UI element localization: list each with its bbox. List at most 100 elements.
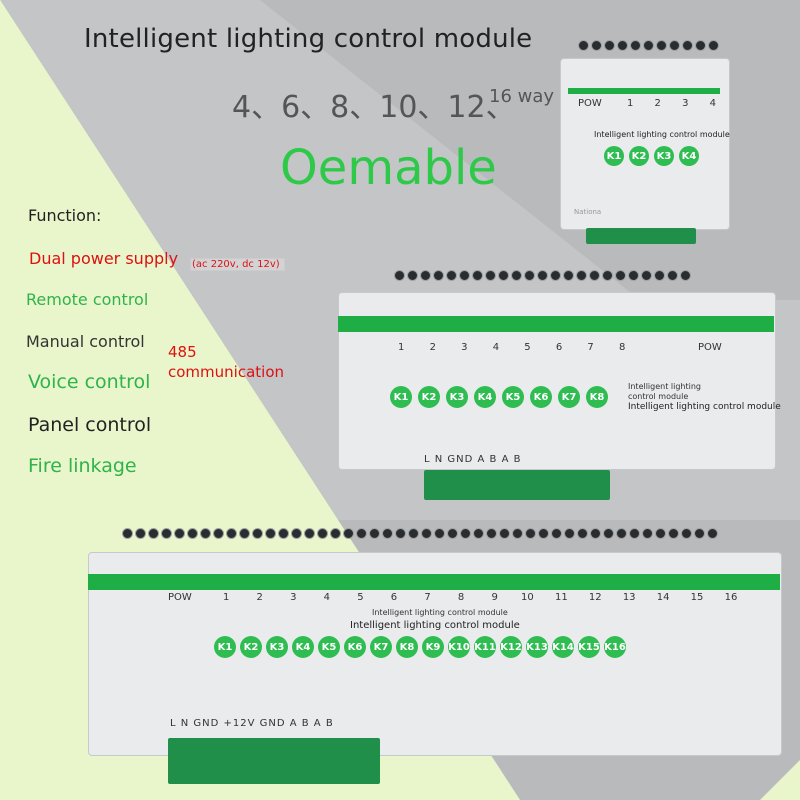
key-button[interactable]: K1 <box>390 386 412 408</box>
module-housing <box>560 58 730 230</box>
screw <box>330 528 341 539</box>
screw <box>615 270 626 281</box>
screw <box>630 40 641 51</box>
led-label: 7 <box>424 592 431 603</box>
key-button[interactable]: K4 <box>679 146 699 166</box>
led-label: 5 <box>524 342 531 353</box>
key-button[interactable]: K13 <box>526 636 548 658</box>
terminal-labels: L N GND +12V GND A B A B <box>170 718 334 729</box>
screw <box>433 270 444 281</box>
screw <box>161 528 172 539</box>
key-button[interactable]: K4 <box>474 386 496 408</box>
module-label-small: Intelligent lighting control module <box>372 608 508 617</box>
screw <box>695 40 706 51</box>
led-label: 6 <box>390 592 398 603</box>
key-button[interactable]: K6 <box>344 636 366 658</box>
key-button[interactable]: K7 <box>558 386 580 408</box>
screw <box>421 528 432 539</box>
key-button[interactable]: K5 <box>318 636 340 658</box>
led-row: POW 1 2 3 4 5 6 7 8 9 10 11 12 13 14 15 … <box>168 592 737 603</box>
key-button[interactable]: K1 <box>214 636 236 658</box>
key-button[interactable]: K8 <box>396 636 418 658</box>
screw <box>511 270 522 281</box>
feature-remote: Remote control <box>26 290 149 309</box>
feature-manual: Manual control <box>26 332 145 351</box>
key-button[interactable]: K11 <box>474 636 496 658</box>
screw <box>654 270 665 281</box>
screw <box>538 528 549 539</box>
feature-dual-power: Dual power supply <box>29 249 179 268</box>
screw <box>603 528 614 539</box>
screw <box>667 270 678 281</box>
screw <box>278 528 289 539</box>
key-button[interactable]: K4 <box>292 636 314 658</box>
key-button[interactable]: K14 <box>552 636 574 658</box>
feature-485-communication: 485 communication <box>168 342 298 382</box>
key-button[interactable]: K2 <box>418 386 440 408</box>
led-label: 13 <box>622 592 636 603</box>
top-screws <box>394 270 691 281</box>
screw <box>343 528 354 539</box>
screw <box>265 528 276 539</box>
screw <box>616 528 627 539</box>
key-button[interactable]: K6 <box>530 386 552 408</box>
screw <box>486 528 497 539</box>
screw <box>641 270 652 281</box>
key-button[interactable]: K1 <box>604 146 624 166</box>
led-label: 2 <box>256 592 263 603</box>
key-button[interactable]: K3 <box>446 386 468 408</box>
key-button[interactable]: K2 <box>240 636 262 658</box>
led-label: 1 <box>398 342 405 353</box>
terminal-block <box>586 228 696 244</box>
screw <box>591 40 602 51</box>
led-label: 5 <box>357 592 364 603</box>
terminal-labels: L N GND A B A B <box>424 454 522 465</box>
led-label: 6 <box>555 342 563 353</box>
key-button[interactable]: K2 <box>629 146 649 166</box>
key-button[interactable]: K16 <box>604 636 626 658</box>
led-label: 7 <box>587 342 594 353</box>
feature-dual-power-note: (ac 220v, dc 12v) <box>190 258 285 271</box>
screw <box>408 528 419 539</box>
pow-indicator: POW <box>698 342 722 353</box>
module-label-small: Intelligent lighting control module <box>628 382 702 401</box>
led-label: 8 <box>457 592 465 603</box>
terminal-block <box>168 738 380 784</box>
ways-suffix: 16 way <box>489 86 555 107</box>
module-label: Intelligent lighting control module <box>628 402 781 412</box>
led-label: 14 <box>656 592 670 603</box>
screw <box>446 270 457 281</box>
screw <box>655 528 666 539</box>
screw <box>642 528 653 539</box>
led-label: 1 <box>222 592 230 603</box>
screw <box>407 270 418 281</box>
screw <box>226 528 237 539</box>
key-button[interactable]: K5 <box>502 386 524 408</box>
brand-name: Oemable <box>280 140 497 196</box>
key-button[interactable]: K3 <box>654 146 674 166</box>
feature-485-text: 485 communication <box>168 343 285 381</box>
top-screws <box>122 528 718 539</box>
screw <box>564 528 575 539</box>
screw <box>563 270 574 281</box>
led-label: 11 <box>554 592 568 603</box>
screw <box>589 270 600 281</box>
screw <box>628 270 639 281</box>
key-button[interactable]: K8 <box>586 386 608 408</box>
led-label: 4 <box>492 342 500 353</box>
screw <box>537 270 548 281</box>
key-button[interactable]: K3 <box>266 636 288 658</box>
screw <box>187 528 198 539</box>
green-band <box>338 316 774 332</box>
led-label: 16 <box>724 592 738 603</box>
key-button[interactable]: K10 <box>448 636 470 658</box>
key-button[interactable]: K12 <box>500 636 522 658</box>
screw <box>590 528 601 539</box>
module-8-way: 1 2 3 4 5 6 7 8 POW K1 K2 K3 K4 K5 K6 K7… <box>338 258 781 504</box>
key-button[interactable]: K15 <box>578 636 600 658</box>
screw <box>395 528 406 539</box>
led-row: POW 1 2 3 4 <box>578 98 716 109</box>
key-button[interactable]: K9 <box>422 636 444 658</box>
key-button[interactable]: K7 <box>370 636 392 658</box>
screw <box>460 528 471 539</box>
